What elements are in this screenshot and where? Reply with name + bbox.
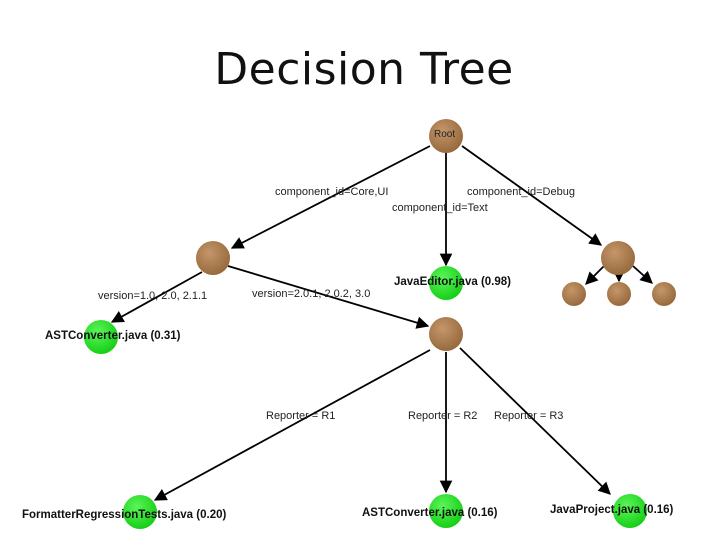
edge-label-debug: component_id=Debug — [467, 186, 575, 198]
root-node — [429, 119, 463, 153]
edge-label-text: component_id=Text — [392, 202, 488, 214]
leaf-node-java-project — [613, 494, 647, 528]
version-node — [429, 317, 463, 351]
leaf-label-formatter-tests: FormatterRegressionTests.java (0.20) — [22, 509, 227, 521]
edge-label-version-right: version=2.0.1, 2.0.2, 3.0 — [252, 288, 371, 300]
edge-label-reporter-r3: Reporter = R3 — [494, 410, 564, 422]
debug-node — [601, 241, 635, 275]
leaf-node-ast-converter-bottom — [429, 494, 463, 528]
core-ui-node — [196, 241, 230, 275]
edge-debug-to-right-child — [632, 265, 653, 284]
tree-edges — [110, 145, 653, 501]
leaf-label-ast-converter-top: ASTConverter.java (0.31) — [45, 330, 181, 342]
edge-label-version-left: version=1.0, 2.0, 2.1.1 — [98, 290, 208, 302]
leaf-node-formatter-tests — [123, 495, 157, 529]
leaf-label-java-editor: JavaEditor.java (0.98) — [394, 276, 511, 288]
leaf-label-java-project: JavaProject.java (0.16) — [550, 504, 674, 516]
edge-version-to-formatter — [153, 349, 431, 501]
edge-core-to-version-node — [227, 265, 430, 329]
root-label: Root — [434, 129, 456, 140]
leaf-label-ast-converter-bottom: ASTConverter.java (0.16) — [362, 507, 498, 519]
debug-child-mid-node — [607, 282, 631, 306]
leaf-node-ast-converter-top — [84, 320, 118, 354]
edge-debug-to-left-child — [585, 265, 605, 285]
leaf-node-java-editor — [429, 266, 463, 300]
edge-root-to-core-ui — [230, 145, 431, 249]
debug-child-left-node — [562, 282, 586, 306]
edge-core-to-ast-top — [110, 271, 203, 323]
diagram-title: Decision Tree — [214, 44, 514, 95]
edge-version-to-java-project — [459, 347, 611, 495]
debug-child-right-node — [652, 282, 676, 306]
edge-label-reporter-r1: Reporter = R1 — [266, 410, 336, 422]
edge-label-core-ui: component_id=Core,UI — [275, 186, 389, 198]
edge-label-reporter-r2: Reporter = R2 — [408, 410, 478, 422]
edge-root-to-debug — [461, 145, 603, 246]
